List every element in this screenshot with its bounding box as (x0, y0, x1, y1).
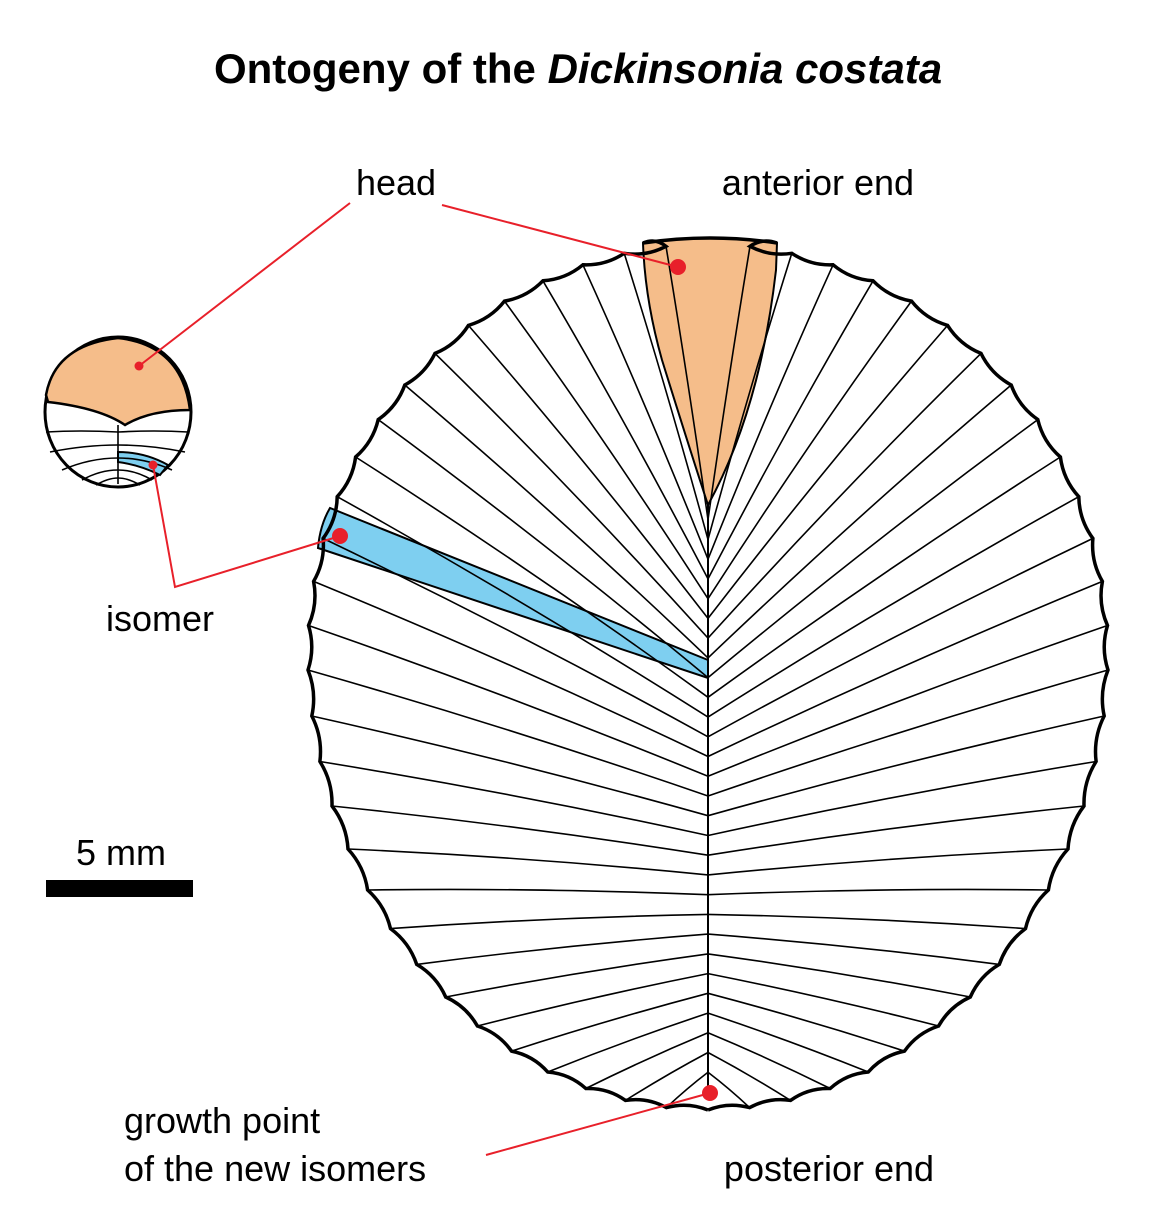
isomer-line-right (707, 384, 1012, 659)
isomer-line-left (367, 888, 709, 896)
isomer-line-left (355, 456, 709, 698)
isomer-line-right (707, 1032, 831, 1090)
small-isomer-line (117, 444, 186, 453)
adult-specimen (306, 236, 1110, 1112)
scale-bar-label: 5 mm (76, 832, 166, 873)
isomer-line-right (707, 253, 793, 540)
isomer-line-left (585, 1032, 709, 1090)
isomer-line-right (707, 324, 949, 619)
isomer-line-left (434, 352, 709, 639)
red-dot-marker (134, 361, 144, 371)
isomer-line-right (707, 280, 874, 580)
isomer-line-left (404, 384, 709, 659)
label-posterior-end: posterior end (724, 1148, 934, 1189)
isomer-line-left (467, 324, 709, 619)
isomer-region-small (117, 450, 170, 477)
isomer-line-right (707, 715, 1105, 817)
isomer-line-left (319, 760, 709, 837)
isomer-line-right (707, 537, 1094, 738)
isomer-line-left (347, 848, 709, 876)
isomer-line-right (707, 496, 1080, 718)
isomer-line-right (707, 805, 1085, 856)
leader-isomer (152, 464, 341, 589)
leader-head-small (138, 202, 351, 367)
isomer-line-right (707, 624, 1108, 778)
isomer-line-left (416, 933, 709, 966)
leader-head-large (441, 204, 679, 268)
scale-bar (46, 880, 193, 897)
red-dot-marker (670, 259, 686, 275)
label-anterior-end: anterior end (722, 162, 914, 203)
isomer-line-right (707, 264, 834, 560)
small-isomer-line (117, 457, 173, 471)
small-isomer-line (117, 469, 153, 481)
isomer-line-right (707, 246, 751, 520)
small-isomer-line (81, 469, 119, 481)
isomer-line-left (477, 972, 709, 1027)
small-isomer-line (45, 430, 119, 433)
isomer-line-right (707, 669, 1109, 797)
head-region-small (44, 336, 192, 427)
isomer-line-left (307, 669, 709, 797)
small-isomer-line (49, 444, 119, 453)
isomer-line-right (707, 888, 1049, 896)
outline-top (642, 236, 778, 245)
title-species: Dickinsonia costata (548, 45, 942, 92)
isomer-line-right (707, 418, 1039, 679)
title-main: Ontogeny of the (214, 45, 548, 92)
head-region-large (641, 237, 779, 508)
red-dot-marker (148, 460, 158, 470)
isomer-line-left (511, 992, 709, 1052)
isomer-line-left (623, 253, 709, 540)
label-growth-point-line1: growth point (124, 1100, 320, 1141)
isomer-line-right (707, 352, 982, 639)
isomer-line-left (308, 624, 709, 778)
leader-lines (134, 202, 718, 1156)
red-dot-marker (332, 528, 348, 544)
isomer-line-left (503, 300, 709, 600)
isomer-line-right (707, 580, 1103, 758)
isomer-line-left (331, 805, 709, 856)
isomer-line-right (707, 933, 1000, 966)
juvenile-specimen (43, 335, 193, 489)
isomer-line-right (707, 913, 1026, 930)
isomer-line-left (377, 418, 709, 679)
label-isomer: isomer (106, 598, 214, 639)
isomer-line-left (625, 1051, 709, 1102)
isomer-line-right (707, 848, 1069, 876)
isomer-line-right (707, 300, 913, 600)
small-isomer-line (117, 477, 141, 486)
label-head: head (356, 162, 436, 203)
leader-growth-point (485, 1092, 711, 1156)
small-isomer-line (61, 457, 119, 471)
isomer-line-right (707, 1051, 791, 1102)
isomer-line-right (707, 1071, 751, 1109)
small-isomer-line (117, 430, 189, 433)
label-growth-point-line2: of the new isomers (124, 1148, 426, 1189)
isomer-line-right (707, 1012, 869, 1073)
isomer-line-right (707, 953, 971, 998)
isomer-line-left (311, 715, 709, 817)
isomer-line-left (322, 537, 709, 738)
isomer-line-left (582, 264, 709, 560)
isomer-line-left (542, 280, 709, 580)
isomer-line-left (445, 953, 709, 998)
isomer-line-left (336, 496, 709, 718)
isomer-line-left (547, 1012, 709, 1073)
isomer-line-right (707, 760, 1097, 837)
isomer-line-left (665, 246, 709, 520)
red-dot-marker (702, 1085, 718, 1101)
isomer-line-right (707, 456, 1061, 698)
small-isomer-line (95, 477, 119, 486)
isomer-region-large (316, 506, 709, 680)
diagram-title: Ontogeny of the Dickinsonia costata (214, 45, 942, 92)
isomer-line-left (313, 580, 709, 758)
isomer-line-right (707, 972, 939, 1027)
isomer-line-right (707, 992, 905, 1052)
isomer-line-left (390, 913, 709, 930)
